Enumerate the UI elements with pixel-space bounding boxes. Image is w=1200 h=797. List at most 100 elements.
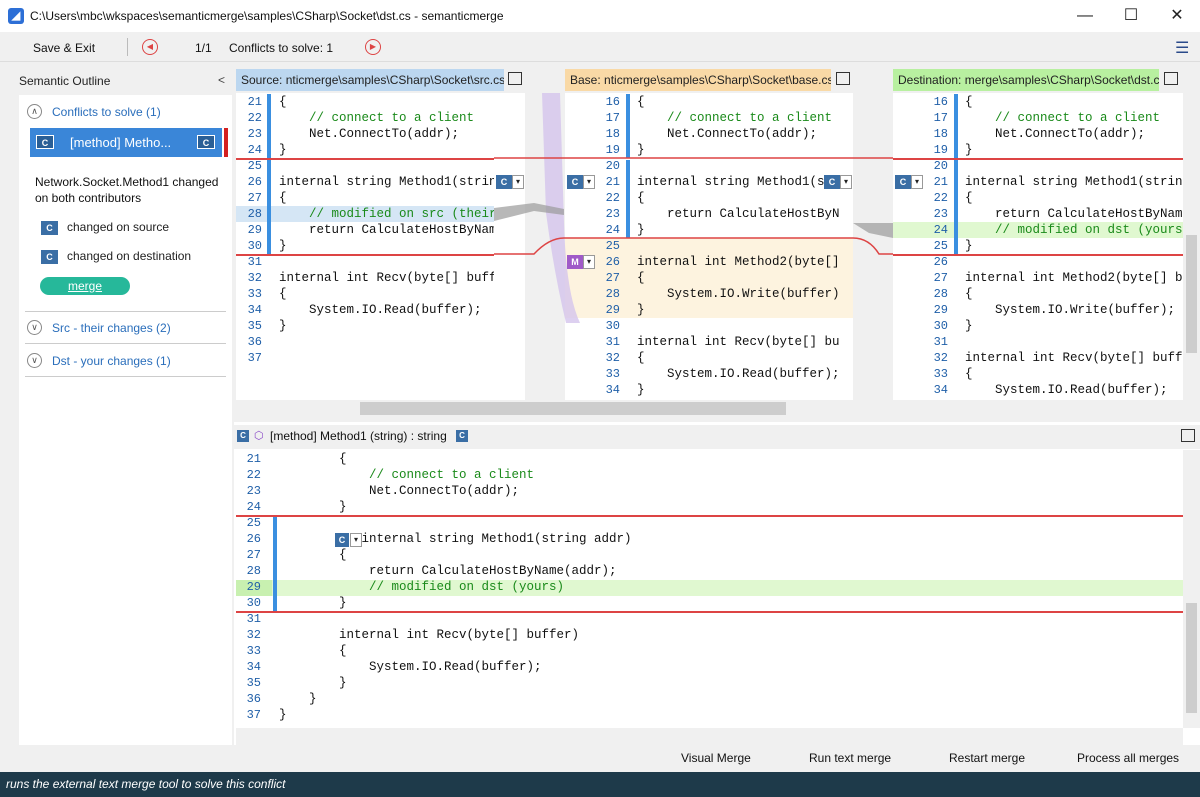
code-line: 16{ bbox=[590, 94, 853, 110]
line-number: 30 bbox=[605, 319, 620, 333]
code-text: } bbox=[279, 708, 287, 722]
code-text: { bbox=[279, 548, 347, 562]
conflict-line bbox=[893, 158, 1183, 160]
line-number: 33 bbox=[246, 644, 261, 658]
line-number: 33 bbox=[247, 287, 262, 301]
chevron-down-icon[interactable]: ∨ bbox=[27, 353, 42, 368]
line-number: 24 bbox=[246, 500, 261, 514]
line-number: 28 bbox=[605, 287, 620, 301]
collapse-outline-button[interactable]: < bbox=[218, 73, 226, 87]
line-number: 36 bbox=[246, 692, 261, 706]
dst-section-header[interactable]: Dst - your changes (1) bbox=[52, 354, 171, 368]
next-conflict-icon[interactable]: ▶ bbox=[365, 39, 381, 55]
class-c-icon[interactable]: C bbox=[824, 175, 840, 189]
code-text: { bbox=[637, 351, 645, 365]
dropdown-arrow-icon[interactable]: ▾ bbox=[583, 175, 595, 189]
save-exit-button[interactable]: Save & Exit bbox=[33, 41, 96, 55]
maximize-pane-icon[interactable] bbox=[508, 72, 522, 85]
selected-conflict-item[interactable] bbox=[30, 128, 222, 157]
restart-merge-button[interactable]: Restart merge bbox=[949, 751, 1026, 765]
code-text: // modified on src (theirs) bbox=[279, 207, 494, 221]
line-number: 24 bbox=[933, 223, 948, 237]
code-text: Net.ConnectTo(addr); bbox=[637, 127, 818, 141]
chevron-down-icon[interactable]: ∨ bbox=[27, 320, 42, 335]
line-number: 20 bbox=[933, 159, 948, 173]
dropdown-arrow-icon[interactable]: ▾ bbox=[911, 175, 923, 189]
maximize-pane-icon[interactable] bbox=[836, 72, 850, 85]
code-line: 32{ bbox=[590, 350, 853, 366]
dropdown-arrow-icon[interactable]: ▾ bbox=[583, 255, 595, 269]
changed-line-highlight bbox=[236, 580, 1183, 596]
outline-title: Semantic Outline bbox=[19, 74, 111, 88]
code-text: } bbox=[279, 692, 317, 706]
line-number: 24 bbox=[605, 223, 620, 237]
code-line: 22 // connect to a client bbox=[236, 110, 494, 126]
source-pane-header: Source: nticmerge\samples\CSharp\Socket\… bbox=[236, 69, 504, 91]
maximize-pane-icon[interactable] bbox=[1164, 72, 1178, 85]
scrollbar-thumb[interactable] bbox=[1186, 603, 1197, 713]
hamburger-menu-icon[interactable]: ☰ bbox=[1175, 40, 1190, 57]
line-number: 21 bbox=[246, 452, 261, 466]
destination-pane-header: Destination: merge\samples\CSharp\Socket… bbox=[893, 69, 1159, 91]
class-c-icon[interactable]: C bbox=[567, 175, 583, 189]
line-number: 28 bbox=[933, 287, 948, 301]
destination-pane bbox=[893, 93, 1183, 400]
selected-item-label: [method] Metho... bbox=[70, 135, 172, 150]
chevron-up-icon[interactable]: ∧ bbox=[27, 104, 42, 119]
code-text: internal string Method1(string bbox=[279, 175, 494, 189]
scrollbar-thumb[interactable] bbox=[360, 402, 786, 415]
dropdown-arrow-icon[interactable]: ▾ bbox=[350, 533, 362, 547]
status-bar: runs the external text merge tool to sol… bbox=[0, 772, 1200, 797]
visual-merge-button[interactable]: Visual Merge bbox=[681, 751, 751, 765]
minimize-button[interactable]: — bbox=[1077, 7, 1093, 24]
class-c-icon[interactable]: C bbox=[496, 175, 512, 189]
line-number: 23 bbox=[247, 127, 262, 141]
maximize-button[interactable]: ☐ bbox=[1123, 7, 1139, 24]
app-logo-icon: ◢ bbox=[8, 8, 24, 24]
previous-conflict-icon[interactable]: ◀ bbox=[142, 39, 158, 55]
changed-line-highlight bbox=[236, 206, 494, 222]
dropdown-arrow-icon[interactable]: ▾ bbox=[840, 175, 852, 189]
run-text-merge-button[interactable]: Run text merge bbox=[809, 751, 892, 765]
conflicts-to-solve-label: Conflicts to solve: 1 bbox=[229, 41, 334, 55]
conflicts-section-header[interactable]: Conflicts to solve (1) bbox=[52, 105, 161, 119]
method-m-icon[interactable]: M bbox=[567, 255, 583, 269]
line-number: 25 bbox=[933, 239, 948, 253]
src-section-header[interactable]: Src - their changes (2) bbox=[52, 321, 171, 335]
code-line: 29 return CalculateHostByName( bbox=[236, 222, 494, 238]
code-text: { bbox=[279, 191, 287, 205]
scrollbar-thumb[interactable] bbox=[1186, 235, 1197, 353]
maximize-pane-icon[interactable] bbox=[1181, 429, 1195, 442]
change-bar bbox=[273, 517, 277, 611]
code-text: } bbox=[279, 143, 287, 157]
horizontal-scrollbar[interactable] bbox=[236, 728, 1183, 745]
code-text: // modified on dst (yours) bbox=[965, 223, 1183, 237]
conflict-description: Network.Socket.Method1 changed on both c… bbox=[35, 175, 219, 205]
line-number: 21 bbox=[933, 175, 948, 189]
process-all-merges-button[interactable]: Process all merges bbox=[1077, 751, 1180, 765]
class-c-icon[interactable]: C bbox=[335, 533, 349, 547]
code-text: internal int Method2(byte[] buf bbox=[965, 271, 1183, 285]
code-line: 21 { bbox=[236, 451, 1183, 467]
code-line: 24} bbox=[590, 222, 853, 238]
line-number: 27 bbox=[933, 271, 948, 285]
line-number: 31 bbox=[933, 335, 948, 349]
code-line: 37} bbox=[236, 707, 1183, 723]
code-line: 17 // connect to a client bbox=[590, 110, 853, 126]
close-button[interactable]: ✕ bbox=[1170, 7, 1184, 24]
class-c-icon[interactable]: C bbox=[895, 175, 911, 189]
merge-button[interactable]: merge bbox=[40, 277, 130, 295]
conflict-line bbox=[236, 611, 1183, 613]
code-line: 32 internal int Recv(byte[] buffer) bbox=[236, 627, 1183, 643]
code-text: // modified on dst (yours) bbox=[279, 580, 565, 594]
dropdown-arrow-icon[interactable]: ▾ bbox=[512, 175, 524, 189]
code-line: 24 } bbox=[236, 499, 1183, 515]
line-number: 31 bbox=[246, 612, 261, 626]
